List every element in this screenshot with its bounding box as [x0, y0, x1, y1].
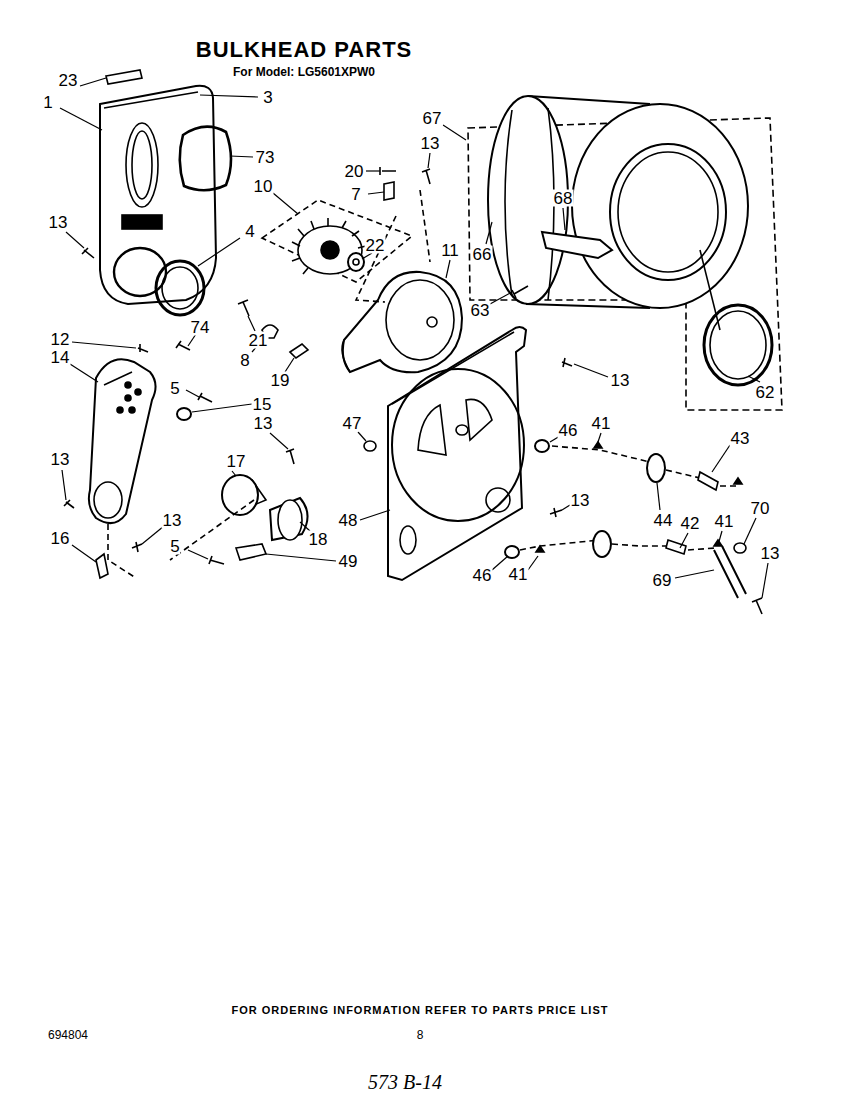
callout-number: 13: [48, 214, 69, 231]
callout-number: 5: [169, 538, 180, 555]
callout-number: 66: [472, 246, 493, 263]
callout-number: 42: [680, 515, 701, 532]
callout-number: 41: [591, 415, 612, 432]
callout-number: 41: [714, 513, 735, 530]
callout-number: 46: [558, 422, 579, 439]
callout-number: 13: [760, 545, 781, 562]
callout-number: 46: [472, 567, 493, 584]
callout-number: 69: [652, 572, 673, 589]
callout-number: 41: [508, 566, 529, 583]
callout-number: 49: [338, 553, 359, 570]
callout-number: 20: [344, 163, 365, 180]
callout-number: 14: [50, 349, 71, 366]
page-number: 8: [417, 1029, 424, 1041]
callout-number: 23: [58, 72, 79, 89]
callout-number: 11: [440, 242, 460, 259]
caption: FOR ORDERING INFORMATION REFER TO PARTS …: [232, 1005, 609, 1016]
subtitle: For Model: LG5601XPW0: [233, 66, 375, 78]
callout-number: 63: [470, 302, 491, 319]
callout-number: 44: [653, 512, 674, 529]
callout-number: 47: [342, 415, 363, 432]
callout-number: 74: [190, 319, 211, 336]
callout-number: 19: [270, 372, 291, 389]
doc-number: 694804: [48, 1029, 88, 1041]
callout-number: 17: [226, 453, 247, 470]
callout-number: 13: [253, 415, 274, 432]
callout-number: 16: [50, 530, 71, 547]
callout-number: 48: [338, 512, 359, 529]
callout-number: 4: [244, 223, 255, 240]
title: BULKHEAD PARTS: [196, 39, 412, 61]
handwritten-note: 573 B-14: [368, 1072, 442, 1092]
callout-number: 3: [262, 89, 273, 106]
callout-number: 10: [253, 178, 274, 195]
callout-number: 12: [50, 331, 71, 348]
callout-number: 15: [252, 396, 273, 413]
callout-number: 22: [365, 237, 386, 254]
callout-number: 67: [422, 110, 443, 127]
callout-number: 18: [308, 531, 329, 548]
callout-number: 5: [169, 380, 180, 397]
callout-number: 13: [162, 512, 183, 529]
callout-number: 62: [755, 384, 776, 401]
callout-number: 13: [570, 492, 591, 509]
callout-number: 21: [248, 332, 269, 349]
callout-number: 43: [730, 430, 751, 447]
callout-number: 13: [50, 451, 71, 468]
callout-number: 73: [255, 149, 276, 166]
callout-number: 1: [42, 94, 53, 111]
callout-number: 8: [239, 352, 250, 369]
callout-number: 68: [553, 190, 574, 207]
callout-number: 70: [750, 500, 771, 517]
callout-number: 13: [420, 135, 441, 152]
callout-number: 13: [610, 372, 631, 389]
callout-number: 7: [350, 186, 361, 203]
